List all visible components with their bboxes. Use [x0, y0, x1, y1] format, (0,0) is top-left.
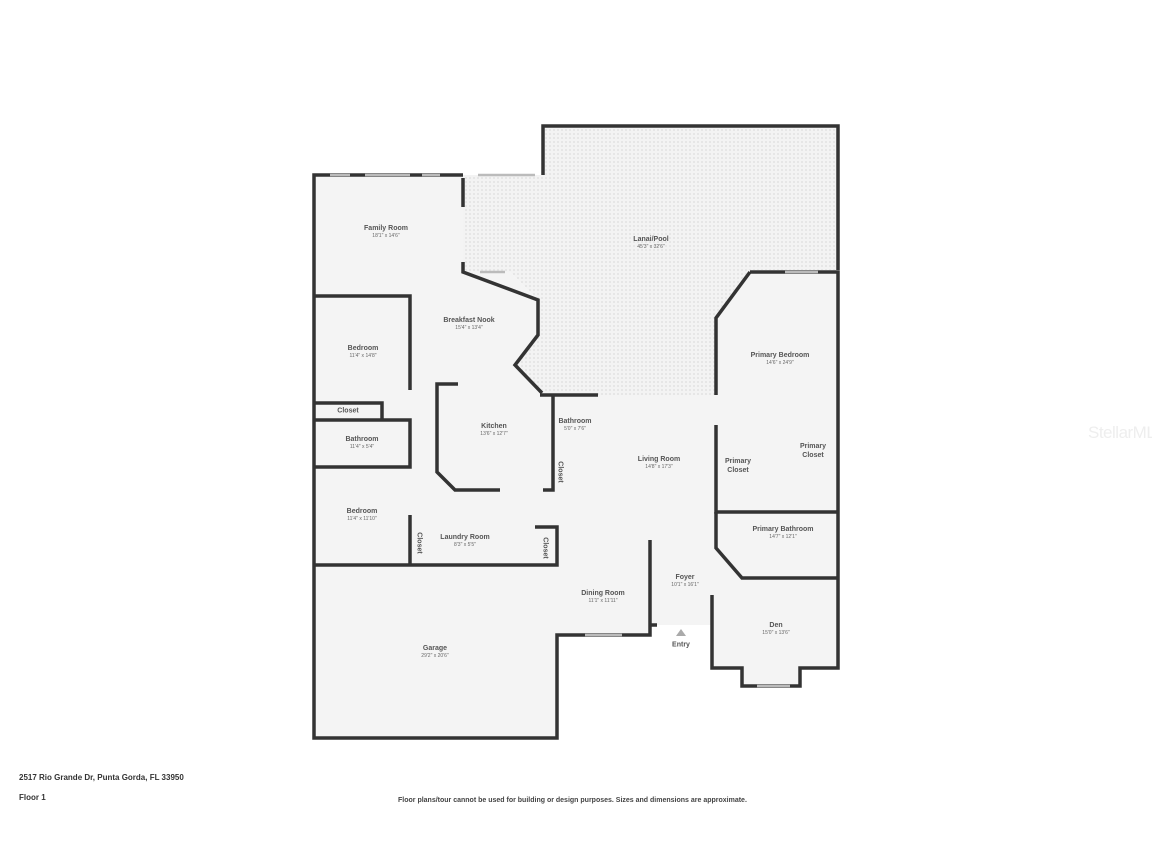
entry-text: Entry	[672, 641, 690, 649]
floor-label: Floor 1	[19, 793, 46, 802]
room-dims: 45'3" x 32'6"	[637, 244, 665, 250]
room-name: Garage	[422, 645, 448, 652]
room-dims: 14'8" x 17'3"	[645, 464, 673, 470]
room-dims: 29'2" x 20'6"	[421, 653, 449, 659]
room-name: Bathroom	[345, 436, 379, 443]
room-dims: 10'1" x 16'1"	[671, 582, 699, 588]
room-dims: 14'7" x 12'1"	[769, 534, 797, 540]
room-name: Den	[769, 622, 783, 629]
interior-floor	[314, 175, 838, 738]
room-name: Closet	[415, 532, 423, 554]
room-name: Family Room	[364, 225, 408, 232]
room-name: Bedroom	[347, 345, 379, 352]
room-name: Bedroom	[346, 508, 378, 515]
room-dims: 5'0" x 7'6"	[564, 426, 586, 432]
address: 2517 Rio Grande Dr, Punta Gorda, FL 3395…	[19, 773, 184, 782]
entry-label: Entry	[672, 641, 690, 650]
room-name: Kitchen	[481, 423, 507, 430]
windows	[330, 173, 818, 688]
disclaimer: Floor plans/tour cannot be used for buil…	[398, 797, 747, 804]
entry-arrow-icon	[676, 629, 686, 636]
room-name: Bathroom	[558, 418, 592, 425]
room-dims: 15'0" x 13'6"	[762, 630, 790, 636]
room-dims: 11'4" x 14'8"	[349, 353, 377, 359]
room-name: Laundry Room	[440, 534, 490, 541]
room-name: Primary Closet	[724, 458, 752, 474]
lanai-floor	[463, 126, 838, 395]
room-dims: 8'3" x 5'5"	[454, 542, 476, 548]
room-name: Closet	[541, 537, 549, 559]
room-name: Primary Bedroom	[750, 352, 810, 359]
room-name: Primary Bathroom	[752, 526, 814, 533]
walls	[312, 124, 840, 740]
room-closet-1: Closet	[337, 407, 358, 416]
room-dims: 15'4" x 13'4"	[455, 325, 483, 331]
room-name: Living Room	[637, 456, 681, 463]
room-primary-closet-2: Primary Closet	[796, 442, 830, 460]
room-dims: 11'4" x 5'4"	[349, 444, 375, 450]
room-dims: 11'1" x 11'11"	[588, 598, 618, 604]
room-closet-3: Closet	[415, 532, 424, 553]
room-dims: 11'4" x 11'10"	[347, 516, 377, 522]
room-name: Closet	[337, 407, 359, 415]
room-name: Closet	[556, 461, 564, 483]
room-closet-2: Closet	[556, 461, 565, 482]
room-name: Foyer	[675, 574, 695, 581]
room-name: Primary Closet	[799, 443, 827, 459]
room-closet-4: Closet	[541, 537, 550, 558]
room-dims: 14'6" x 24'9"	[766, 360, 794, 366]
room-name: Breakfast Nook	[443, 317, 495, 324]
watermark: StellarMLS	[1088, 423, 1152, 442]
room-name: Lanai/Pool	[633, 236, 669, 243]
room-dims: 13'6" x 12'7"	[480, 431, 508, 437]
room-dims: 18'1" x 14'6"	[372, 233, 400, 239]
room-name: Dining Room	[581, 590, 625, 597]
room-primary-closet-1: Primary Closet	[721, 457, 755, 475]
